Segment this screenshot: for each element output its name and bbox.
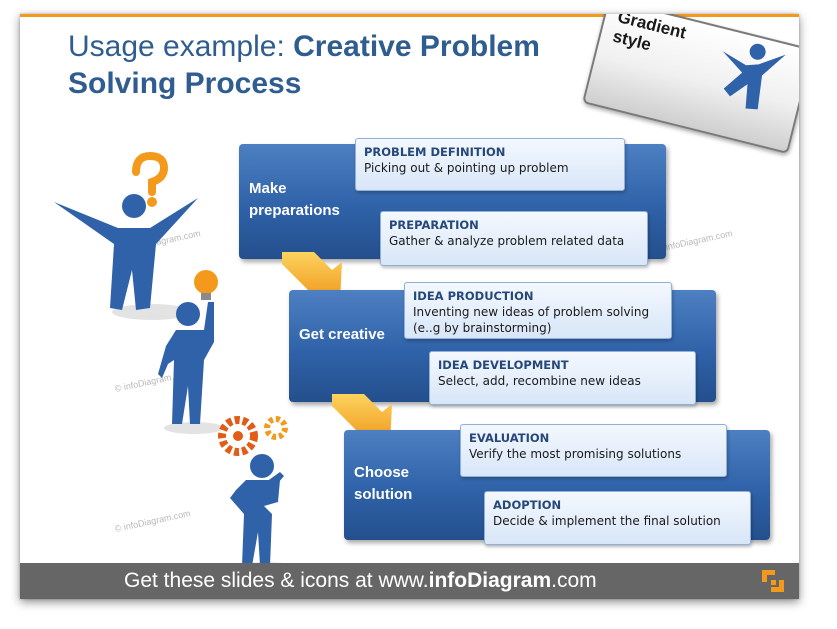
footer-text[interactable]: Get these slides & icons at www.infoDiag…	[124, 563, 597, 599]
step-problem-definition: PROBLEM DEFINITION Picking out & pointin…	[355, 138, 625, 191]
top-accent-bar	[20, 14, 799, 17]
slide-title: Usage example: Creative Problem Solving …	[68, 28, 588, 102]
step-title: ADOPTION	[493, 498, 562, 512]
step-evaluation: EVALUATION Verify the most promising sol…	[460, 424, 727, 477]
step-adoption: ADOPTION Decide & implement the final so…	[484, 491, 751, 545]
slide: Usage example: Creative Problem Solving …	[20, 14, 799, 599]
step-title: PROBLEM DEFINITION	[364, 145, 506, 159]
stage-label: Get creative	[299, 326, 385, 343]
step-desc: Inventing new ideas of problem solving (…	[413, 305, 650, 335]
person-lightbulb-icon	[158, 270, 224, 434]
stage-label: Choose solution	[354, 464, 413, 503]
infodiagram-logo-icon	[762, 570, 784, 592]
stage-label: Make preparations	[249, 180, 340, 219]
watermark: © infoDiagram.com	[113, 508, 192, 534]
footer-prefix: Get these slides & icons at www.	[124, 569, 429, 592]
person-gears-icon	[218, 416, 296, 574]
step-title: IDEA DEVELOPMENT	[438, 358, 569, 372]
step-desc: Gather & analyze problem related data	[389, 234, 625, 248]
title-prefix: Usage example:	[68, 30, 285, 63]
down-right-arrow-icon	[282, 252, 342, 302]
step-title: IDEA PRODUCTION	[413, 289, 534, 303]
step-title: PREPARATION	[389, 218, 479, 232]
step-desc: Picking out & pointing up problem	[364, 161, 569, 175]
step-idea-production: IDEA PRODUCTION Inventing new ideas of p…	[404, 282, 672, 339]
step-desc: Decide & implement the final solution	[493, 514, 721, 528]
step-idea-development: IDEA DEVELOPMENT Select, add, recombine …	[429, 351, 696, 405]
person-question-icon	[54, 151, 198, 320]
footer-suffix: .com	[551, 569, 597, 592]
footer-brand: infoDiagram	[428, 569, 552, 592]
step-preparation: PREPARATION Gather & analyze problem rel…	[380, 211, 648, 266]
gradient-style-tag: Gradient style	[582, 14, 799, 155]
watermark: © infoDiagram.com	[655, 228, 734, 254]
tag-text: Gradient style	[610, 14, 689, 55]
footer-bar: Get these slides & icons at www.infoDiag…	[20, 563, 799, 599]
person-star-icon	[722, 43, 786, 110]
step-desc: Select, add, recombine new ideas	[438, 374, 641, 388]
step-title: EVALUATION	[469, 431, 550, 445]
step-desc: Verify the most promising solutions	[469, 447, 682, 461]
title-bold: Creative Problem Solving Process	[68, 30, 540, 100]
